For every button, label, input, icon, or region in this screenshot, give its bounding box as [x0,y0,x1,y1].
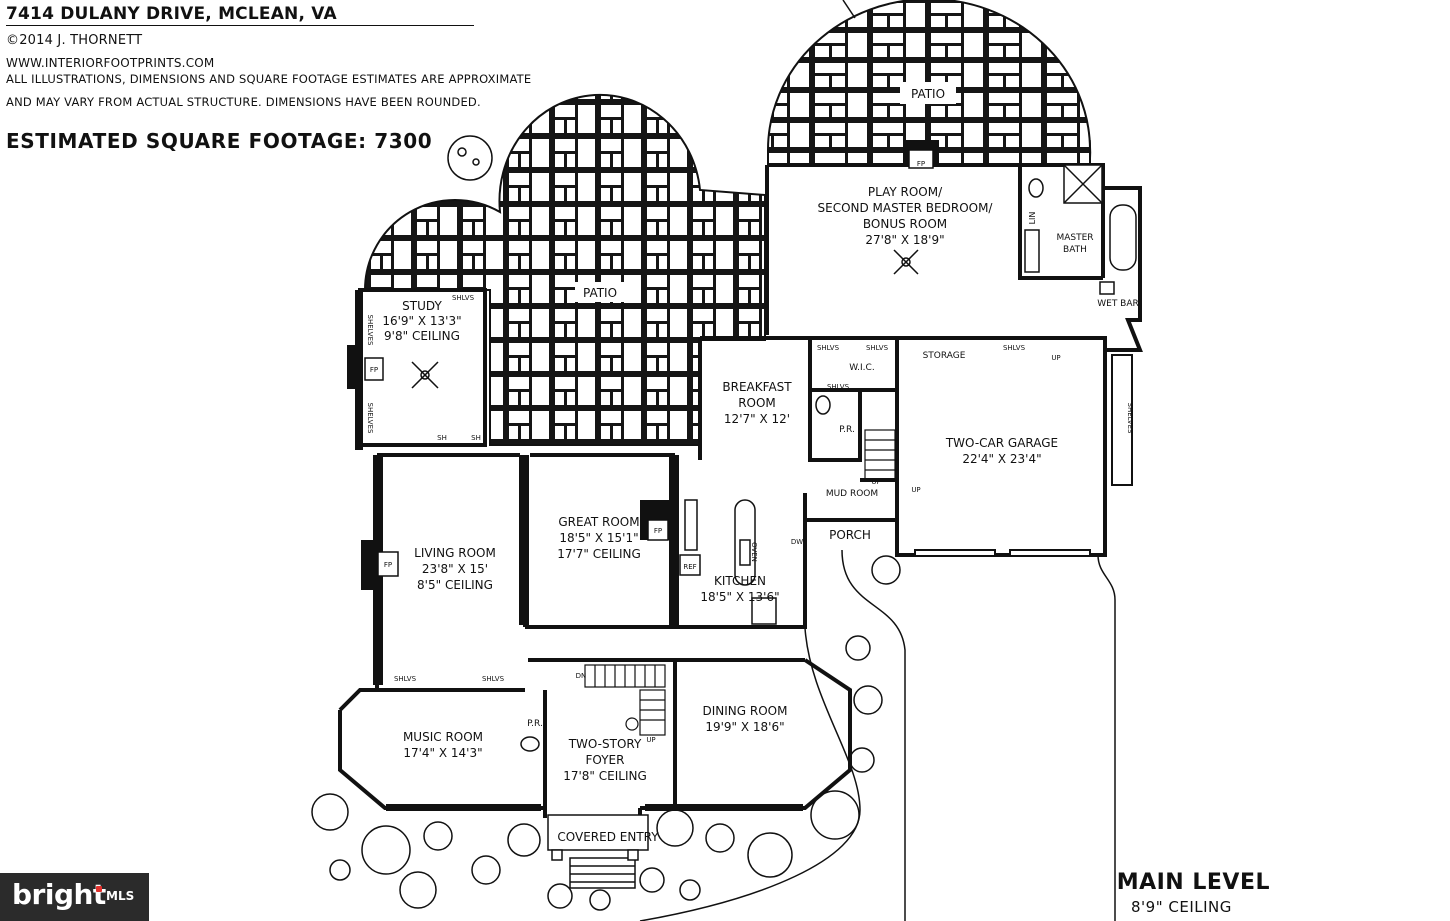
website-text: WWW.INTERIORFOOTPRINTS.COM [6,56,215,70]
logo-dot-icon [96,886,102,892]
entry-steps [547,814,649,889]
garage-doors [914,354,1133,557]
patio-right [767,0,1092,166]
dw-label: DW [791,538,803,546]
play-room-label-3: BONUS ROOM [863,217,947,231]
powder-room-1: P.R. [527,719,543,729]
breakfast-dimensions: 12'7" X 12' [724,412,790,426]
fireplace-boxes [364,149,934,577]
living-room-label: LIVING ROOM [414,546,496,560]
ref-label: REF [683,563,696,571]
up-label-garage: UP [1051,354,1060,362]
dining-room-label: DINING ROOM [703,704,788,718]
oven-label: OVEN [750,542,758,562]
driveway-edge [1097,554,1116,921]
shelves-study-2: SHELVES [366,403,374,434]
disclaimer-line-1: ALL ILLUSTRATIONS, DIMENSIONS AND SQUARE… [6,72,532,86]
level-name: MAIN LEVEL [1116,870,1270,895]
kitchen-dimensions: 18'5" X 13'6" [700,590,779,604]
up-label-foyer: UP [646,736,655,744]
play-room-dimensions: 27'8" X 18'9" [865,233,944,247]
great-room-ceiling: 17'7" CEILING [557,547,641,561]
patio-left [363,93,766,446]
wet-bar-label: WET BAR [1097,299,1139,309]
fp-label-play: FP [917,160,925,168]
header-divider [6,25,474,26]
shlvs-living: SHLVS [394,675,417,683]
square-footage: ESTIMATED SQUARE FOOTAGE: 7300 [6,129,433,153]
walkway-curve-2 [639,627,861,921]
linen-label: LIN [1028,212,1037,225]
living-room-dimensions: 23'8" X 15' [422,562,488,576]
kitchen-island [679,499,777,625]
kitchen-label: KITCHEN [714,574,766,588]
mud-room-label: MUD ROOM [826,489,878,499]
trees [311,135,901,911]
dn-label-foyer: DN [576,672,587,680]
breakfast-label-1: BREAKFAST [722,380,792,394]
disclaimer-line-2: AND MAY VARY FROM ACTUAL STRUCTURE. DIME… [6,95,481,109]
shlvs-wic-2: SHLVS [866,344,889,352]
copyright-text: ©2014 J. THORNETT [6,33,143,48]
master-bath-label-1: MASTER [1056,233,1093,243]
sh-label-1: SH [437,434,447,442]
foyer-ceiling: 17'8" CEILING [563,769,647,783]
great-room-label: GREAT ROOM [558,515,639,529]
walls [338,163,1143,818]
garage-label: TWO-CAR GARAGE [945,436,1058,450]
shlvs-study: SHLVS [452,294,475,302]
play-room-label-2: SECOND MASTER BEDROOM/ [818,201,994,215]
ceiling-fans [411,249,919,389]
stairs [584,429,896,736]
shlvs-wic-3: SHLVS [827,383,850,391]
patio-left-label: PATIO [583,286,617,300]
music-room-dimensions: 17'4" X 14'3" [403,746,482,760]
study-dimensions: 16'9" X 13'3" [382,314,461,328]
breakfast-label-2: ROOM [738,396,776,410]
storage-label: STORAGE [923,351,966,361]
powder-room-2: P.R. [839,425,855,435]
fp-label-study: FP [370,366,378,374]
fp-label-great: FP [654,527,662,535]
great-room-dimensions: 18'5" X 15'1" [559,531,638,545]
living-room-ceiling: 8'5" CEILING [417,578,493,592]
patio-right-label: PATIO [911,87,945,101]
study-ceiling: 9'8" CEILING [384,329,460,343]
covered-entry-label: COVERED ENTRY [557,830,659,844]
bath-fixtures [520,164,1137,752]
shlvs-wic-1: SHLVS [817,344,840,352]
logo-mls-text: MLS [106,889,135,903]
up-label-mud: UP [871,478,880,486]
garage-dimensions: 22'4" X 23'4" [962,452,1041,466]
up-label-mud-2: UP [911,486,920,494]
shelves-garage: SHELVES [1126,403,1134,434]
foyer-label-1: TWO-STORY [568,737,642,751]
logo-brand-text: bright [12,878,106,911]
dining-room-dimensions: 19'9" X 18'6" [705,720,784,734]
foyer-label-2: FOYER [586,753,625,767]
shlvs-living-2: SHLVS [482,675,505,683]
sh-label-2: SH [471,434,481,442]
level-ceiling: 8'9" CEILING [1131,898,1232,916]
wic-label: W.I.C. [849,363,874,373]
shelves-study-1: SHELVES [366,315,374,346]
fp-label-living: FP [384,561,392,569]
shlvs-garage: SHLVS [1003,344,1026,352]
walkway-curve [841,549,906,921]
porch-label: PORCH [829,528,871,542]
music-room-label: MUSIC ROOM [403,730,483,744]
bright-mls-logo: bright MLS [0,873,149,921]
master-bath-label-2: BATH [1063,245,1087,255]
address-title: 7414 DULANY DRIVE, MCLEAN, VA [6,4,337,24]
study-label: STUDY [402,299,442,313]
play-room-label-1: PLAY ROOM/ [868,185,943,199]
